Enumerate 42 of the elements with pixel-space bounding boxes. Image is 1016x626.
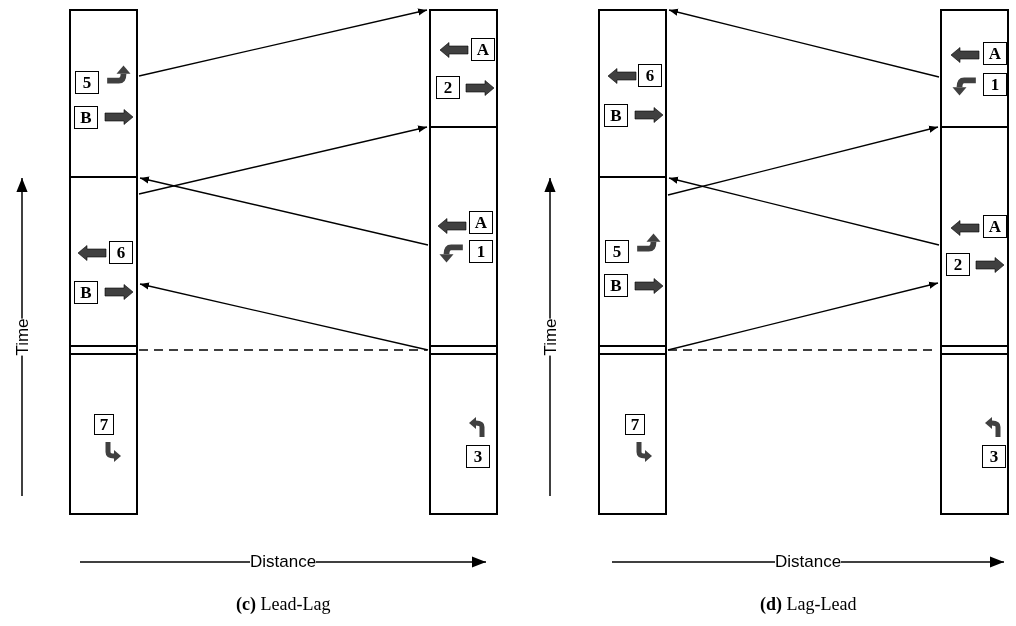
signal-phase-interval	[429, 353, 498, 515]
signal-phase-interval	[69, 176, 138, 347]
phase-label: 7	[94, 414, 114, 435]
trajectory-arrow	[138, 125, 428, 195]
signal-phase-interval	[940, 353, 1009, 515]
phase-label: 6	[109, 241, 133, 264]
signal-phase-interval	[598, 9, 667, 178]
signal-phase-interval	[598, 353, 667, 515]
phase-label: 2	[946, 253, 970, 276]
signal-phase-interval	[69, 353, 138, 515]
trajectory-arrow	[139, 176, 429, 246]
phase-label: A	[983, 215, 1007, 238]
phase-label: A	[471, 38, 495, 61]
signal-phase-interval	[429, 126, 498, 347]
signal-phase-interval	[69, 9, 138, 178]
phase-label: 6	[638, 64, 662, 87]
signal-phase-interval	[429, 9, 498, 128]
phase-label: 1	[983, 73, 1007, 96]
trajectory-arrow	[668, 8, 940, 78]
figure-caption: (d) Lag-Lead	[760, 593, 857, 615]
phase-label: 5	[605, 240, 629, 263]
phase-label: B	[604, 274, 628, 297]
signal-phase-interval	[940, 126, 1009, 347]
signal-phase-interval	[598, 176, 667, 347]
phase-label: 3	[982, 445, 1006, 468]
trajectory-arrow	[138, 8, 428, 77]
trajectory-arrow	[667, 125, 939, 196]
figure-caption: (c) Lead-Lag	[236, 593, 331, 615]
phase-label: A	[469, 211, 493, 234]
dashed-reference-line	[138, 349, 428, 351]
phase-label: 2	[436, 76, 460, 99]
phase-label: 3	[466, 445, 490, 468]
phase-label: B	[74, 106, 98, 129]
trajectory-arrow	[139, 282, 429, 351]
phase-label: B	[604, 104, 628, 127]
phase-label: A	[983, 42, 1007, 65]
phase-label: 1	[469, 240, 493, 263]
phase-label: 5	[75, 71, 99, 94]
phase-label: 7	[625, 414, 645, 435]
phase-label: B	[74, 281, 98, 304]
signal-phase-interval	[940, 9, 1009, 128]
trajectory-arrow	[668, 176, 940, 246]
